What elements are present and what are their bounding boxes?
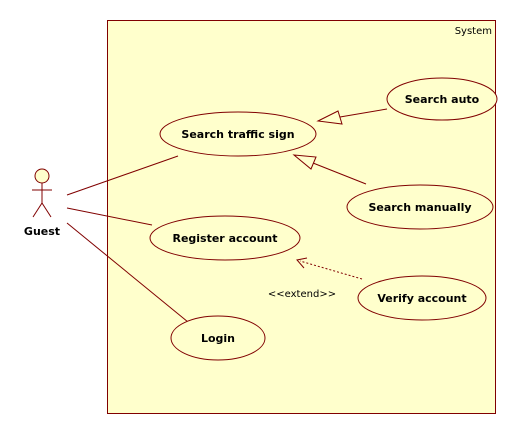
use-case-search-manually-label: Search manually [368, 201, 471, 214]
association-guest-register-account [66, 207, 153, 226]
association-guest-login [66, 222, 189, 323]
actor-left-leg [32, 202, 43, 218]
actor-head [34, 168, 50, 184]
use-case-search-traffic-sign [159, 111, 317, 157]
use-case-search-auto [386, 77, 498, 121]
use-case-login-label: Login [201, 332, 235, 345]
extend-dependency-arrowhead [296, 257, 308, 269]
generalization-search-auto-line [339, 108, 388, 118]
generalization-search-auto-arrowhead [316, 110, 343, 125]
generalization-search-manually-arrowhead [292, 154, 317, 170]
use-case-register-account-label: Register account [172, 232, 277, 245]
actor-guest [32, 168, 52, 218]
use-case-verify-account-label: Verify account [377, 292, 466, 305]
association-guest-search-traffic-sign [66, 155, 179, 196]
system-label: System [455, 26, 492, 37]
extend-stereotype-label: <<extend>> [268, 289, 336, 300]
use-case-search-manually [346, 184, 494, 230]
use-case-search-traffic-sign-label: Search traffic sign [181, 128, 294, 141]
use-case-login [170, 315, 266, 361]
extend-dependency-line [299, 260, 363, 280]
use-case-register-account [149, 215, 301, 261]
actor-right-leg [41, 202, 52, 218]
use-case-search-auto-label: Search auto [405, 93, 480, 106]
generalization-search-manually-line [312, 162, 367, 185]
use-case-verify-account [357, 275, 487, 321]
actor-label: Guest [24, 225, 60, 238]
